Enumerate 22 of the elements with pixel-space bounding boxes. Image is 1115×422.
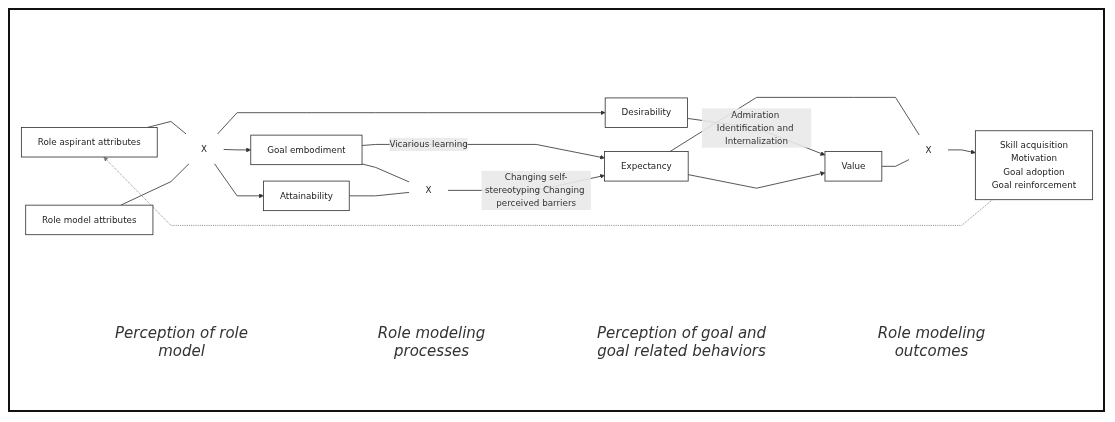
edge-label: Changing self-stereotyping Changing perceived barriers [484, 171, 585, 209]
stage-caption: Role modeling outcomes [876, 324, 987, 360]
node-box: Desirability [604, 97, 688, 128]
connector [348, 191, 410, 197]
stage-caption: Perception of role model [114, 324, 249, 360]
node-box: Skill acquisition Motivation Goal adoption Goal reinforcement [974, 130, 1093, 201]
connector [361, 163, 410, 183]
node-box: Role model attributes [24, 204, 153, 236]
stage-caption: Perception of goal and goal related behaviors [595, 324, 768, 360]
edge-label: Vicarious learning [388, 138, 468, 150]
edge-label: Admiration Identification and Internalization [716, 109, 794, 147]
connector [119, 163, 189, 206]
node-box: Goal embodiment [249, 134, 362, 166]
connector [880, 159, 910, 167]
node-box: Attainability [262, 180, 350, 211]
node-text: X [200, 143, 207, 154]
node-box: Role aspirant attributes [20, 127, 158, 158]
stage-caption: Role modeling processes [376, 324, 487, 360]
node-text: X [425, 184, 432, 196]
node-text: X [925, 144, 932, 155]
node-box: Value [824, 151, 882, 182]
node-box: Expectancy [603, 151, 689, 182]
